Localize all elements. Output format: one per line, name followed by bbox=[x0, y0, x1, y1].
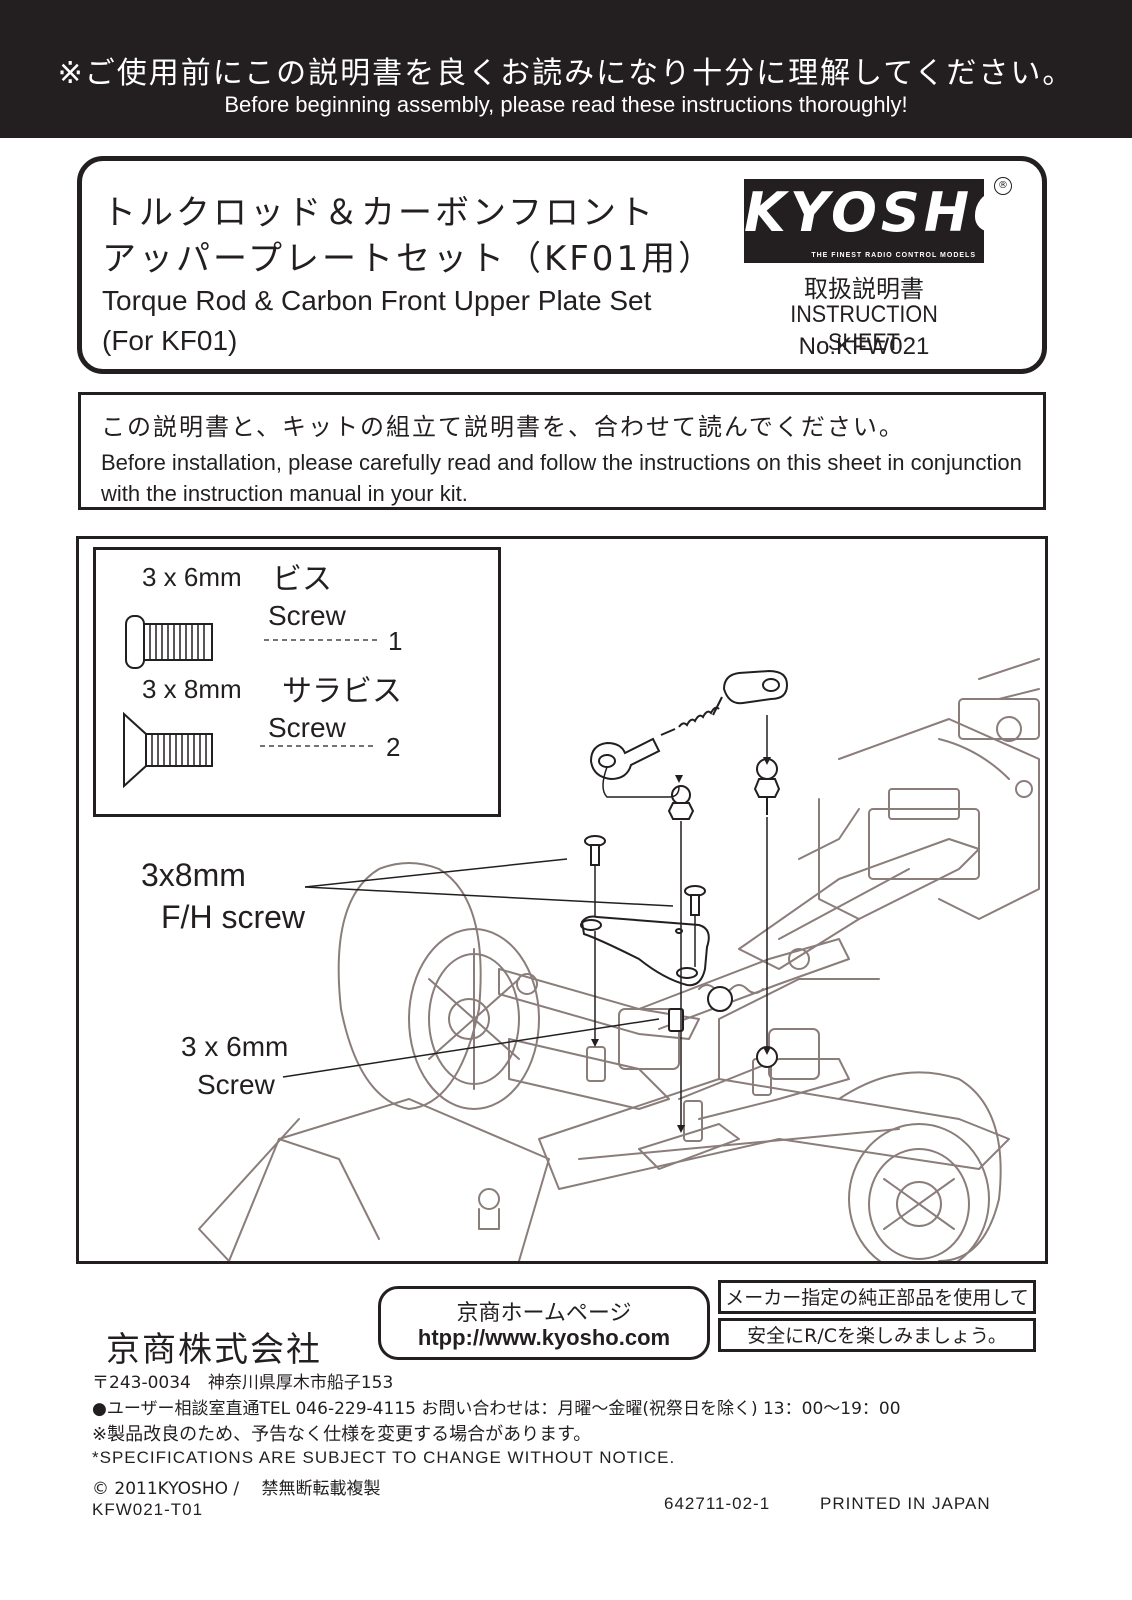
qty-leaders bbox=[260, 639, 378, 747]
registered-mark: ® bbox=[994, 177, 1012, 195]
part1-name-en: Screw bbox=[268, 600, 346, 631]
read-manual-note: この説明書と、キットの組立て説明書を、合わせて読んでください。 Before i… bbox=[78, 392, 1046, 510]
support-tel: ●ユーザー相談室直通TEL 046-229-4115 お問い合わせは：月曜〜金曜… bbox=[92, 1399, 901, 1419]
part1-size: 3 x 6mm bbox=[142, 562, 242, 592]
instruction-sheet-jp: 取扱説明書 bbox=[804, 275, 924, 303]
part2-name-en: Screw bbox=[268, 712, 346, 743]
title-jp-line1: トルクロッド＆カーボンフロント bbox=[102, 193, 656, 233]
title-jp-line2: アッパープレートセット（KF01用） bbox=[102, 239, 716, 279]
change-notice-en: *SPECIFICATIONS ARE SUBJECT TO CHANGE WI… bbox=[92, 1448, 676, 1467]
part1-qty: 1 bbox=[388, 626, 403, 656]
genuine-line1: メーカー指定の純正部品を使用して bbox=[718, 1280, 1036, 1314]
genuine-parts-notice: メーカー指定の純正部品を使用して 安全にR/Cを楽しみましょう。 bbox=[718, 1280, 1038, 1354]
screw-callout-name: Screw bbox=[197, 1069, 275, 1100]
title-en-line2: (For KF01) bbox=[102, 325, 238, 356]
document-code: KFW021-T01 bbox=[92, 1500, 204, 1519]
sheet-number: No.KFW021 bbox=[798, 333, 930, 360]
chassis-line-art bbox=[198, 658, 1040, 1261]
printed-in: PRINTED IN JAPAN bbox=[820, 1494, 991, 1513]
notice-jp: ※ご使用前にこの説明書を良くお読みになり十分に理解してください。 bbox=[57, 56, 1075, 91]
part-number: 642711-02-1 bbox=[664, 1494, 771, 1513]
homepage-link[interactable]: htpp://www.kyosho.com bbox=[417, 1325, 671, 1350]
title-box: トルクロッド＆カーボンフロント アッパープレートセット（KF01用） Torqu… bbox=[77, 156, 1047, 374]
homepage-box: 京商ホームページ htpp://www.kyosho.com bbox=[378, 1286, 710, 1360]
homepage-label: 京商ホームページ bbox=[456, 1301, 632, 1326]
pan-head-screw-icon bbox=[125, 615, 213, 669]
assembly-diagram: 3 x 6mm ビス Screw 1 3 x 8mm サラビス Screw 2 … bbox=[76, 536, 1048, 1264]
note-en: Before installation, please carefully re… bbox=[101, 450, 1022, 506]
part2-size: 3 x 8mm bbox=[142, 674, 242, 704]
screw-callout-size: 3 x 6mm bbox=[181, 1031, 289, 1062]
kyosho-logo: KYOSHO THE FINEST RADIO CONTROL MODELS bbox=[744, 179, 1023, 263]
torque-rod bbox=[584, 669, 789, 1068]
company-name: 京商株式会社 bbox=[106, 1330, 322, 1370]
change-notice-jp: ※製品改良のため、予告なく仕様を変更する場合があります。 bbox=[92, 1424, 592, 1445]
parts-list: 3 x 6mm ビス Screw 1 3 x 8mm サラビス Screw 2 bbox=[93, 547, 501, 817]
flat-head-screw-icon bbox=[123, 711, 213, 789]
title-en-line1: Torque Rod & Carbon Front Upper Plate Se… bbox=[102, 285, 652, 316]
copyright: © 2011KYOSHO / 禁無断転載複製 bbox=[92, 1479, 381, 1499]
fh-screw-callout-name: F/H screw bbox=[161, 899, 305, 935]
address: 〒243-0034 神奈川県厚木市船子153 bbox=[92, 1373, 394, 1393]
genuine-line2: 安全にR/Cを楽しみましょう。 bbox=[718, 1318, 1036, 1352]
notice-en: Before beginning assembly, please read t… bbox=[224, 92, 908, 117]
instruction-sheet-en: INSTRUCTION SHEET bbox=[790, 301, 938, 356]
note-jp: この説明書と、キットの組立て説明書を、合わせて読んでください。 bbox=[101, 413, 905, 441]
logo-tagline: THE FINEST RADIO CONTROL MODELS bbox=[811, 252, 976, 259]
part2-name-jp: サラビス bbox=[282, 674, 402, 709]
part1-name-jp: ビス bbox=[272, 562, 332, 597]
logo-wordmark: KYOSHO bbox=[744, 181, 1023, 244]
fh-screw-callout-size: 3x8mm bbox=[141, 857, 246, 893]
upper-plate bbox=[580, 915, 710, 987]
part2-qty: 2 bbox=[386, 732, 401, 762]
top-notice-banner: ※ご使用前にこの説明書を良くお読みになり十分に理解してください。 Before … bbox=[0, 0, 1132, 138]
